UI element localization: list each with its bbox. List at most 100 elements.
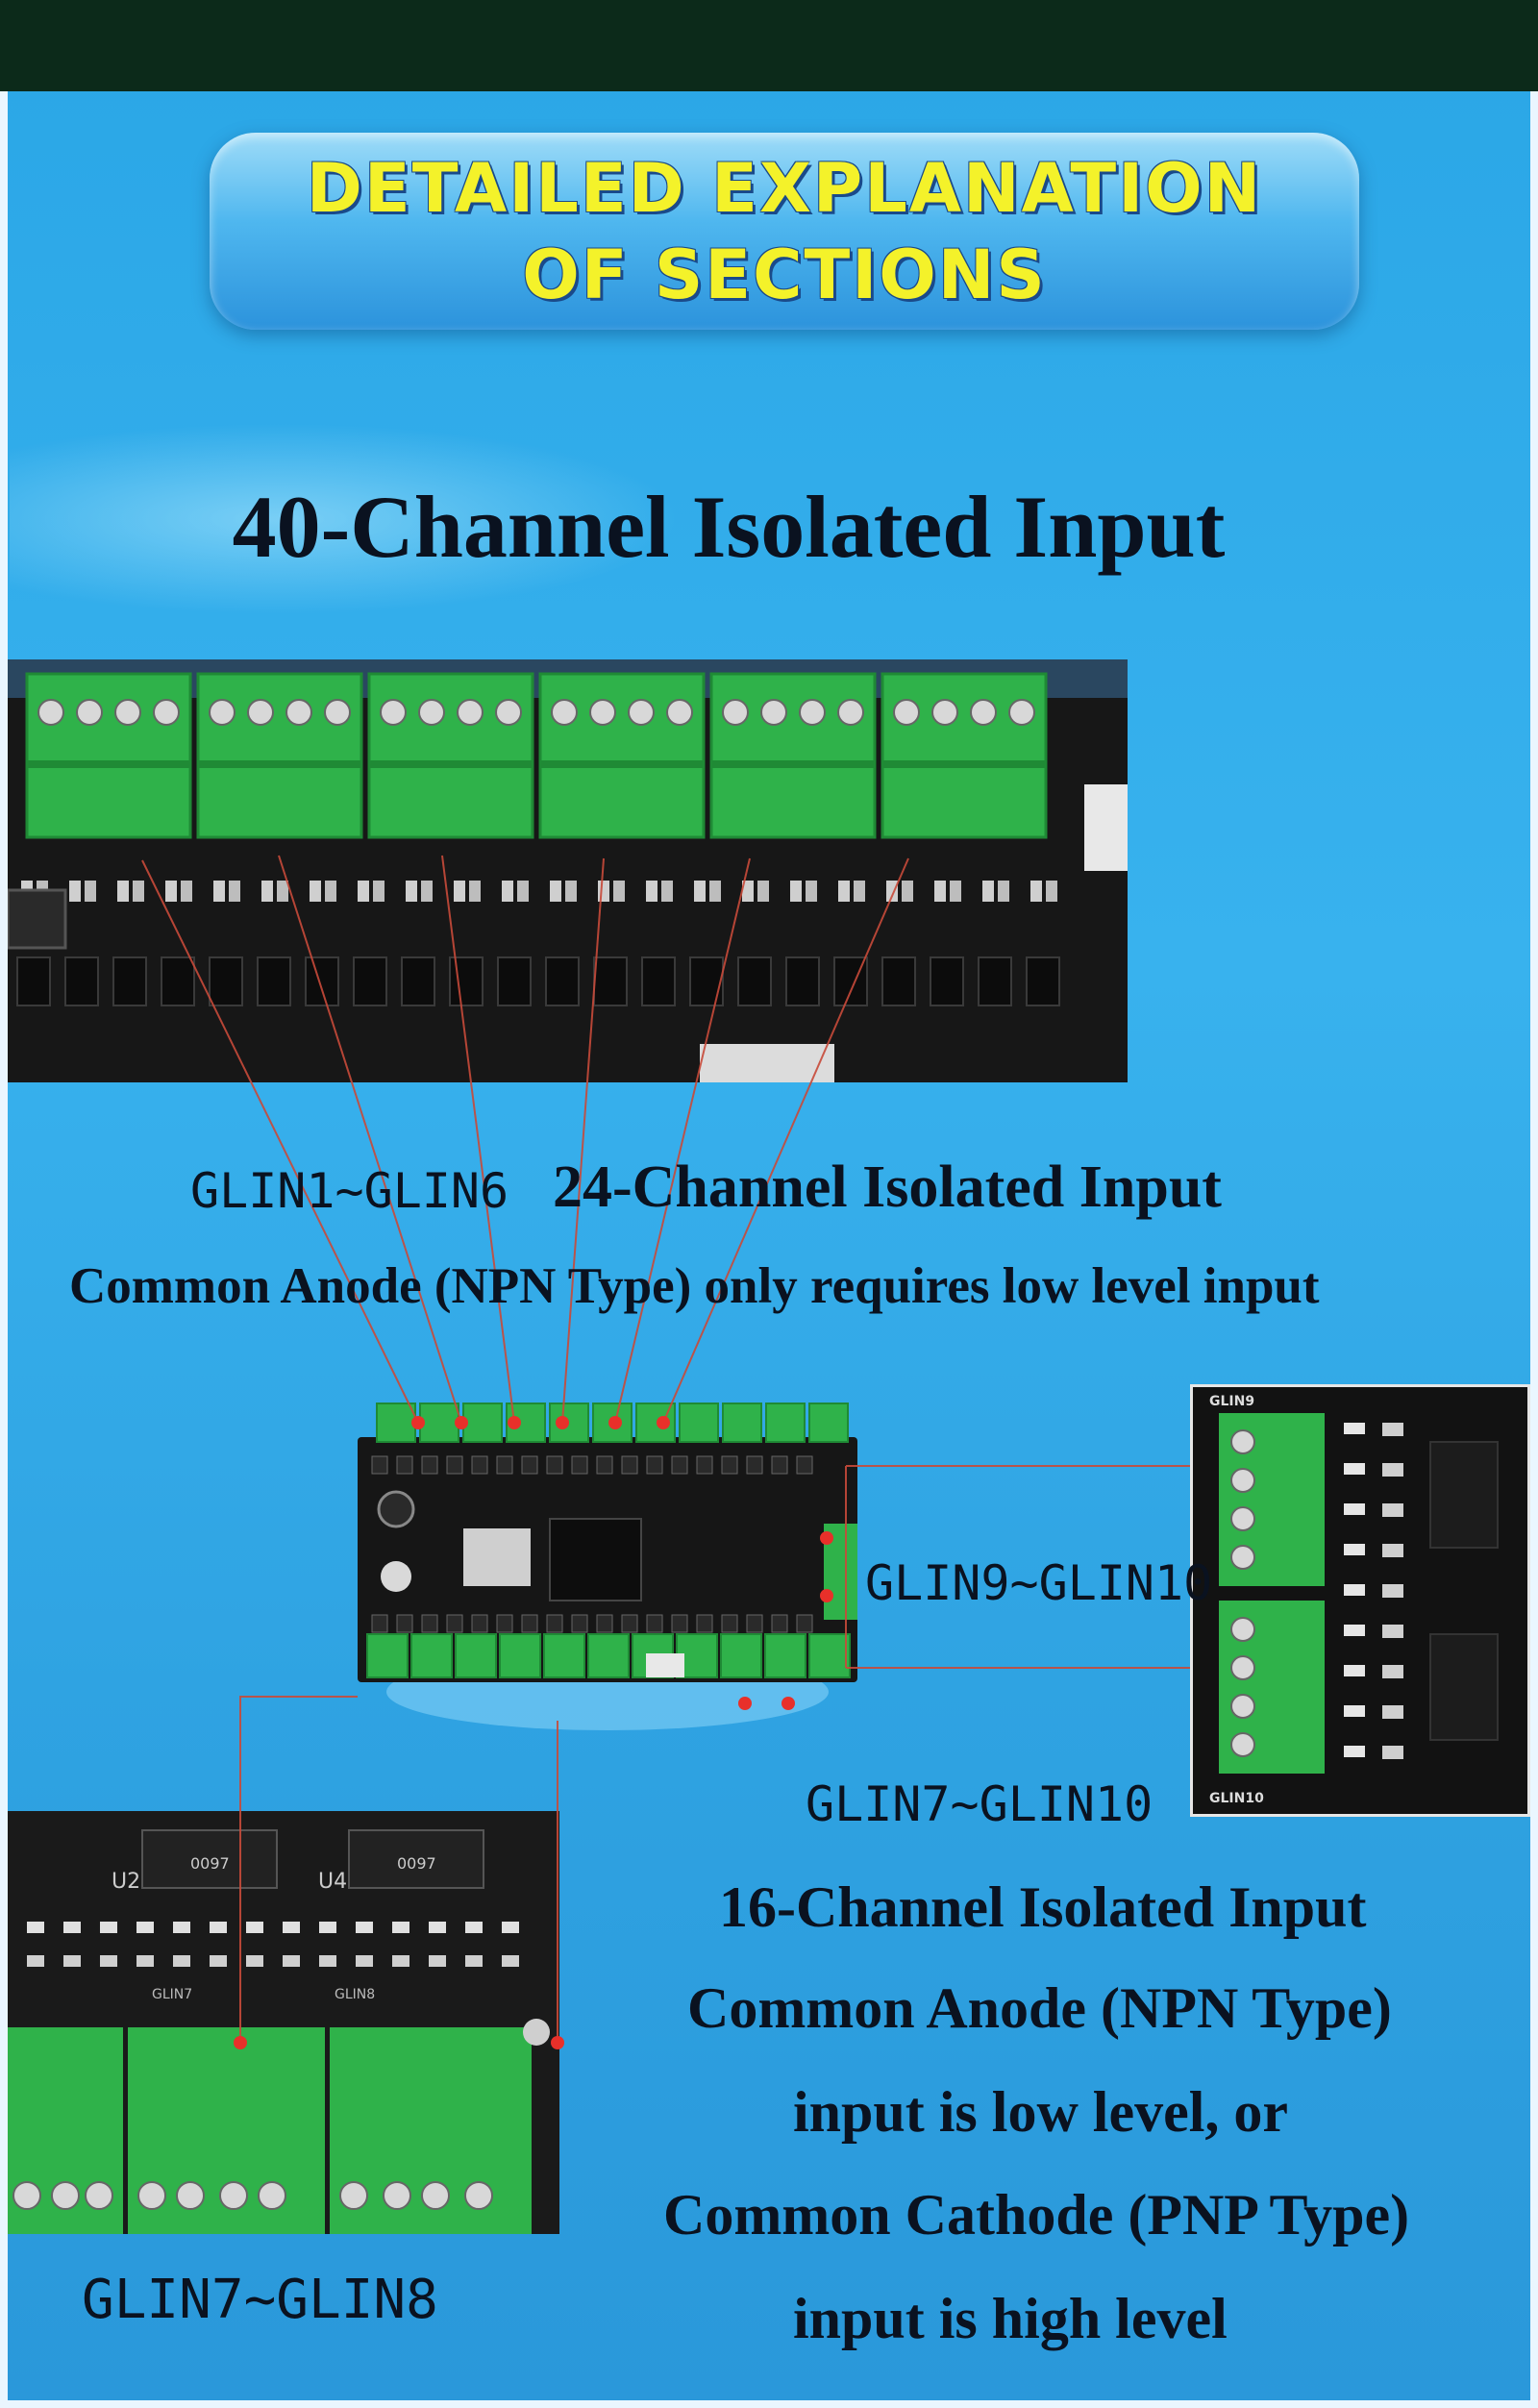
optocoupler xyxy=(545,956,580,1006)
optocoupler xyxy=(785,956,820,1006)
smd-resistor xyxy=(136,1922,154,1933)
screw-terminal xyxy=(1230,1506,1255,1531)
smd-resistor xyxy=(469,881,481,902)
smd-component xyxy=(746,1455,763,1475)
terminal-block xyxy=(765,1403,806,1443)
screw-terminal xyxy=(1230,1655,1255,1680)
smd-capacitor xyxy=(1382,1746,1403,1759)
screw-terminal xyxy=(418,699,445,726)
terminal-block xyxy=(538,672,706,839)
section-banner: DETAILED EXPLANATION OF SECTIONS xyxy=(210,133,1359,330)
group-24-description: Common Anode (NPN Type) only requires lo… xyxy=(69,1258,1320,1314)
smd-resistor xyxy=(173,1922,190,1933)
smd-resistor xyxy=(210,1955,227,1967)
smd-resistor xyxy=(646,881,657,902)
smd-component xyxy=(646,1614,663,1633)
smd-resistor xyxy=(246,1922,263,1933)
terminal-seam xyxy=(711,760,875,768)
optocoupler xyxy=(16,956,51,1006)
terminal-block xyxy=(462,1403,503,1443)
smd-capacitor xyxy=(1382,1705,1403,1719)
top-dark-band xyxy=(0,0,1538,91)
group-16-line-2: input is low level, or xyxy=(793,2080,1289,2144)
terminal-block xyxy=(679,1403,719,1443)
screw-terminal xyxy=(324,699,351,726)
silk-glin8: GLIN8 xyxy=(335,1987,375,2002)
smd-capacitor xyxy=(1382,1423,1403,1436)
smd-resistor xyxy=(465,1955,483,1967)
screw-terminal xyxy=(589,699,616,726)
optocoupler xyxy=(833,956,868,1006)
smd-component xyxy=(571,1614,588,1633)
smd-component xyxy=(446,1455,463,1475)
smd-resistor xyxy=(757,881,769,902)
smd-component xyxy=(696,1455,713,1475)
smd-resistor xyxy=(1344,1665,1365,1676)
terminal-seam xyxy=(369,760,533,768)
terminal-block xyxy=(808,1403,849,1443)
glin1-glin6-label: GLIN1~GLIN6 xyxy=(190,1163,509,1219)
terminal-block xyxy=(367,672,534,839)
smd-component xyxy=(621,1614,638,1633)
smd-resistor xyxy=(136,1955,154,1967)
banner-line-1: DETAILED EXPLANATION xyxy=(306,148,1263,228)
screw-terminal xyxy=(628,699,655,726)
terminal-block xyxy=(506,1403,546,1443)
silk-u2: U2 xyxy=(112,1870,140,1894)
smd-resistor xyxy=(165,881,177,902)
smd-resistor xyxy=(27,1955,44,1967)
screw-terminal xyxy=(1230,1429,1255,1454)
optocoupler xyxy=(978,956,1012,1006)
smd-component xyxy=(371,1455,388,1475)
smd-resistor xyxy=(421,881,433,902)
terminal-block xyxy=(764,1633,806,1678)
optocoupler xyxy=(641,956,676,1006)
smd-capacitor xyxy=(1382,1665,1403,1678)
smd-resistor xyxy=(613,881,625,902)
smd-component xyxy=(571,1455,588,1475)
group-16-line-1: Common Anode (NPN Type) xyxy=(687,1976,1392,2040)
controller-board-photo xyxy=(358,1403,857,1730)
terminal-block xyxy=(455,1633,497,1678)
screw-terminal xyxy=(1230,1468,1255,1493)
smd-resistor xyxy=(454,881,465,902)
silk-glin7: GLIN7 xyxy=(152,1987,192,2002)
smd-resistor xyxy=(283,1922,300,1933)
smd-resistor xyxy=(1344,1544,1365,1555)
terminal-seam xyxy=(198,760,361,768)
smd-resistor xyxy=(854,881,865,902)
smd-resistor xyxy=(277,881,288,902)
screw-terminal xyxy=(457,699,484,726)
screw-terminal xyxy=(137,2181,166,2210)
optocoupler xyxy=(209,956,243,1006)
terminal-seam xyxy=(27,760,190,768)
optocoupler xyxy=(305,956,339,1006)
optocoupler xyxy=(497,956,532,1006)
screw-terminal xyxy=(722,699,749,726)
smd-resistor xyxy=(950,881,961,902)
smd-resistor xyxy=(1030,881,1042,902)
optocoupler xyxy=(401,956,435,1006)
smd-capacitor xyxy=(1382,1544,1403,1557)
screw-terminal xyxy=(51,2181,80,2210)
smd-resistor xyxy=(838,881,850,902)
smd-component xyxy=(771,1614,788,1633)
optocoupler xyxy=(257,956,291,1006)
terminal-block xyxy=(376,1403,416,1443)
terminal-block xyxy=(499,1633,541,1678)
smd-resistor xyxy=(358,881,369,902)
smd-resistor xyxy=(550,881,561,902)
screw-terminal xyxy=(12,2181,41,2210)
smd-component xyxy=(521,1614,538,1633)
terminal-block xyxy=(808,1633,851,1678)
screw-terminal xyxy=(837,699,864,726)
screw-terminal xyxy=(219,2181,248,2210)
silk-glin10: GLIN10 xyxy=(1209,1791,1264,1806)
terminal-block xyxy=(25,672,192,839)
smd-resistor xyxy=(661,881,673,902)
screw-terminal xyxy=(176,2181,205,2210)
smd-resistor xyxy=(1046,881,1057,902)
optocoupler xyxy=(161,956,195,1006)
screw-terminal xyxy=(85,2181,113,2210)
smd-resistor xyxy=(283,1955,300,1967)
